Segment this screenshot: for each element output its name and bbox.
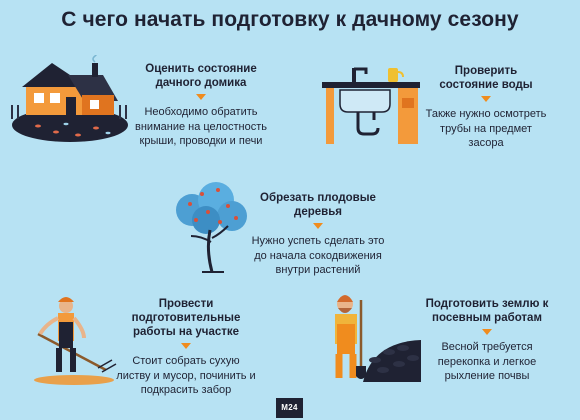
tip-house: Оценить состояние дачного домика Необход… <box>130 62 272 149</box>
sink-illustration <box>322 67 420 144</box>
digger-illustration <box>335 295 421 382</box>
tip-text: Также нужно осмотреть трубы на предмет з… <box>425 108 547 149</box>
tip-trees: Обрезать плодовые деревья Нужно успеть с… <box>248 191 388 278</box>
rake-worker-illustration <box>34 297 117 385</box>
tip-water: Проверить состояние воды Также нужно осм… <box>424 64 548 151</box>
m24-logo: M24 <box>276 398 303 418</box>
tip-heading: Проверить состояние воды <box>439 65 533 91</box>
chevron-down-icon <box>313 223 323 229</box>
tip-heading: Подготовить землю к посевным работам <box>425 298 549 324</box>
page-title: С чего начать подготовку к дачному сезон… <box>61 8 519 31</box>
tip-text: Необходимо обратить внимание на целостно… <box>135 106 267 147</box>
tip-text: Нужно успеть сделать это до начала сокод… <box>251 235 385 276</box>
chevron-down-icon <box>181 343 191 349</box>
tip-heading: Обрезать плодовые деревья <box>260 192 376 218</box>
tip-yard: Провести подготовительные работы на учас… <box>116 297 256 398</box>
tip-soil: Подготовить землю к посевным работам Вес… <box>420 297 554 384</box>
tip-heading: Провести подготовительные работы на учас… <box>131 298 241 338</box>
tip-text: Стоит собрать сухую листву и мусор, почи… <box>116 355 256 396</box>
tip-heading: Оценить состояние дачного домика <box>145 63 257 89</box>
chevron-down-icon <box>481 96 491 102</box>
chevron-down-icon <box>196 94 206 100</box>
chevron-down-icon <box>482 329 492 335</box>
house-illustration <box>11 55 128 142</box>
tip-text: Весной требуется перекопка и легкое рыхл… <box>437 341 537 382</box>
tree-illustration <box>176 182 247 273</box>
